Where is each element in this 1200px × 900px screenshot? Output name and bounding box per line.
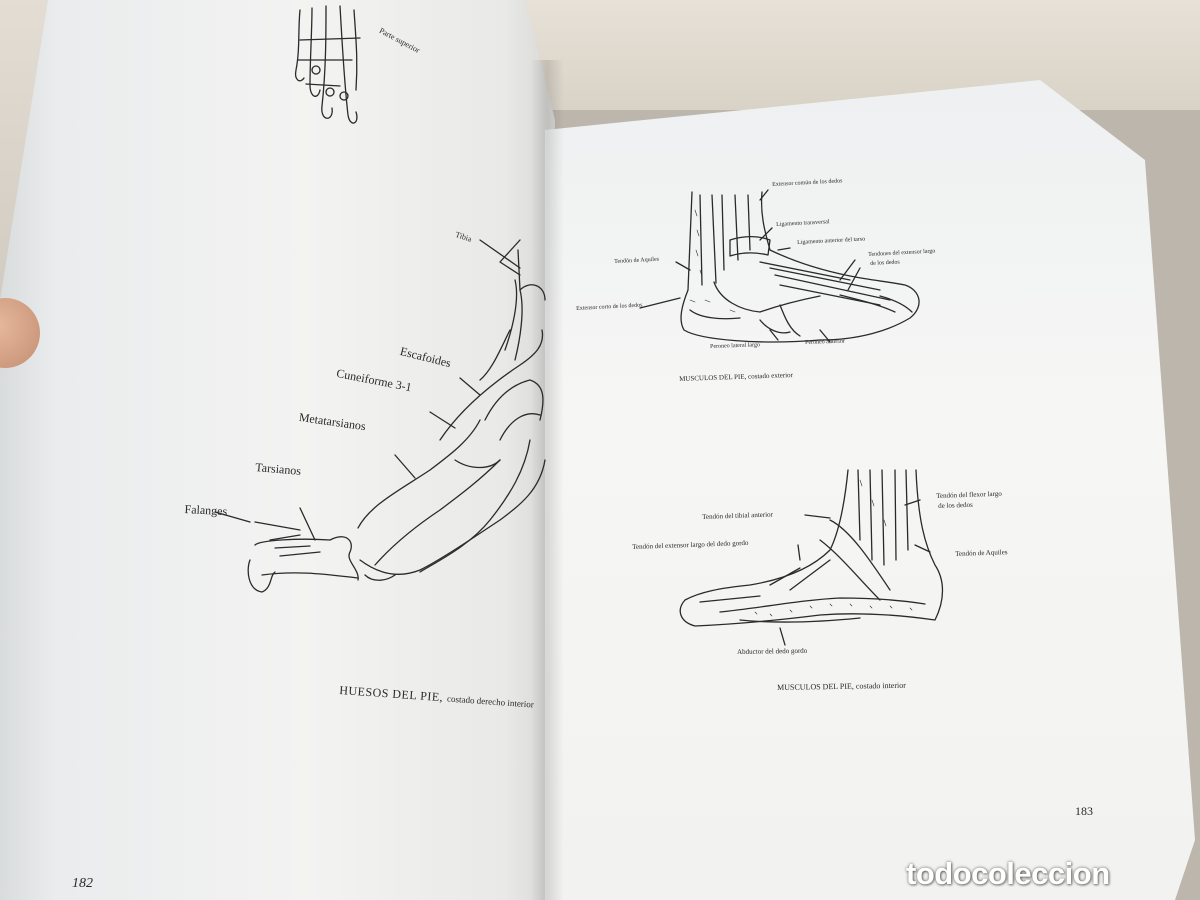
caption-huesos-rest: costado derecho interior <box>446 693 535 710</box>
foot-skeleton-side-drawing <box>214 239 546 593</box>
label-falanges: Falanges <box>184 502 228 519</box>
foot-muscles-exterior-drawing <box>639 189 920 343</box>
page-number-left: 182 <box>72 876 93 891</box>
foot-skeleton-top-drawing <box>294 5 361 124</box>
page-number-right: 183 <box>1075 804 1093 818</box>
left-page <box>0 0 555 900</box>
foot-muscles-interior-drawing <box>679 469 944 646</box>
watermark-logo: todocoleccion <box>906 856 1110 891</box>
book-gutter-shadow <box>530 60 564 900</box>
label-flexor-de-los-dedos: de los dedos <box>938 500 973 510</box>
background-table <box>520 0 1200 110</box>
label-abductor: Abductor del dedo gordo <box>737 646 808 656</box>
